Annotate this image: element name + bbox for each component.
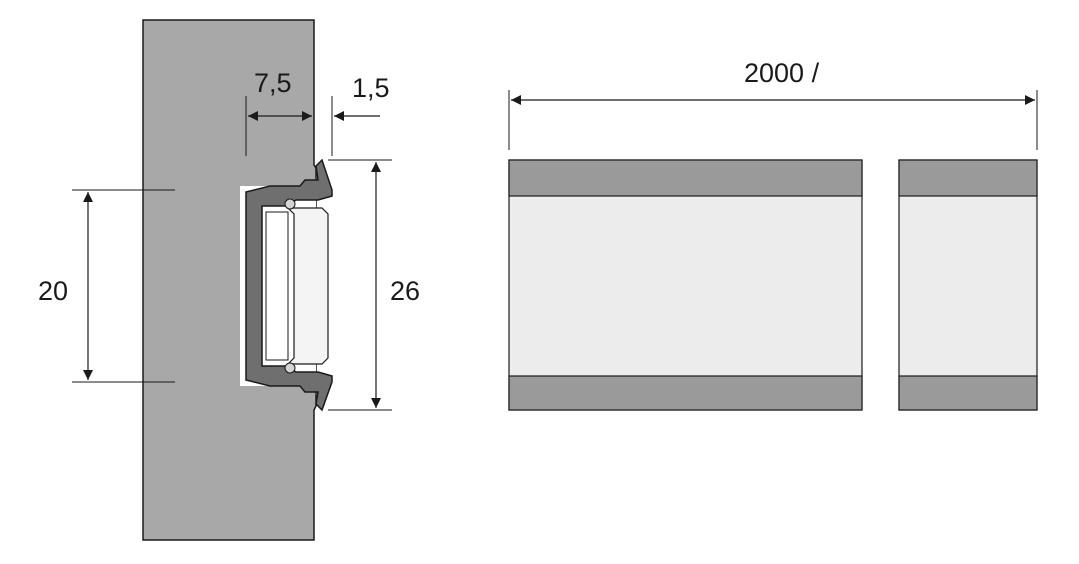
diffuser: [286, 207, 329, 365]
strip-segment: [508, 159, 863, 411]
dimension-label-7-5: 7,5: [254, 68, 292, 98]
top-view: 2000 /: [508, 58, 1038, 411]
aluminium-profile: [245, 158, 333, 412]
strip-edge-top: [898, 159, 1038, 197]
dimension-label-20: 20: [38, 276, 68, 306]
clip-bottom: [284, 362, 296, 374]
wall: [142, 19, 317, 541]
strip-edge-bottom: [898, 375, 1038, 411]
profile-channel: [265, 211, 289, 361]
dimension-label-length: 2000 /: [744, 58, 820, 88]
strip-edge-bottom: [508, 375, 863, 411]
strip-segment: [898, 159, 1038, 411]
clip-top: [284, 198, 296, 210]
section-view: 7,5 1,5 20 26: [38, 19, 420, 541]
strip-edge-top: [508, 159, 863, 197]
dimension-label-26: 26: [390, 276, 420, 306]
dimension-label-1-5: 1,5: [352, 73, 390, 103]
